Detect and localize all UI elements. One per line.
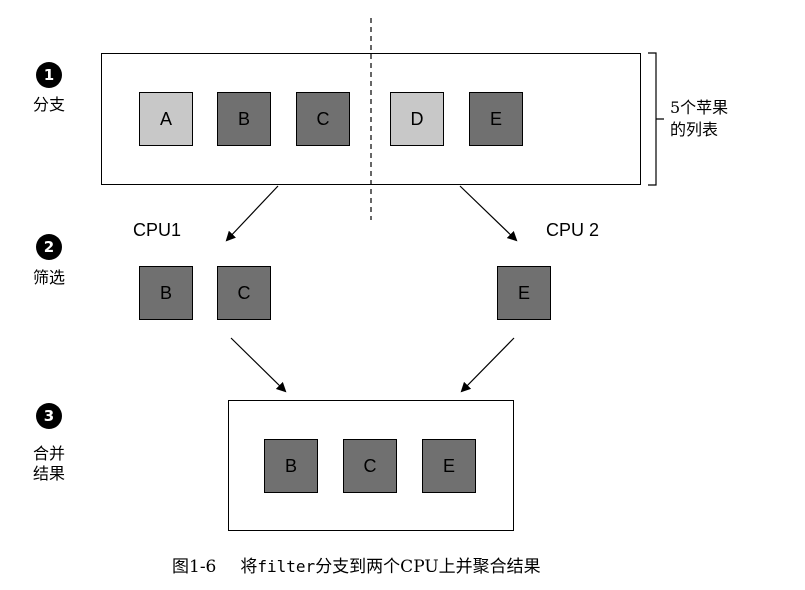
fork-box-d: D <box>390 92 444 146</box>
filter-box-e: E <box>497 266 551 320</box>
caption-suffix: 分支到两个CPU上并聚合结果 <box>315 557 541 577</box>
step-1-label: 分支 <box>32 95 65 114</box>
merge-box-b: B <box>264 439 318 493</box>
merge-box-c: C <box>343 439 397 493</box>
caption-prefix: 将 <box>240 557 258 577</box>
cpu2-label: CPU 2 <box>546 220 600 240</box>
figure-caption: 图1-6 将 filter 分支到两个CPU上并聚合结果 <box>172 552 541 577</box>
step-3-badge: 3 <box>36 403 62 429</box>
arrow-to-cpu1 <box>225 185 279 242</box>
step-3-label-line2: 结果 <box>32 464 65 483</box>
merge-box-e: E <box>422 439 476 493</box>
step-1-badge: 1 <box>36 62 62 88</box>
fork-box-a: A <box>139 92 193 146</box>
fork-box-c: C <box>296 92 350 146</box>
cpu1-label: CPU1 <box>133 220 182 240</box>
fork-box-e: E <box>469 92 523 146</box>
filter-box-c: C <box>217 266 271 320</box>
figure-number: 图1-6 <box>172 557 217 577</box>
brace-label-line1: 5个苹果 <box>670 98 729 117</box>
filter-box-b: B <box>139 266 193 320</box>
fork-list-frame <box>101 53 641 185</box>
step-3-label: 合并 结果 <box>29 444 69 484</box>
brace-label-line2: 的列表 <box>670 120 719 139</box>
arrow-cpu1-to-merge <box>230 337 287 393</box>
caption-code: filter <box>257 557 316 576</box>
fork-box-b: B <box>217 92 271 146</box>
step-2-label: 筛选 <box>32 268 65 287</box>
brace-label: 5个苹果 的列表 <box>670 97 728 141</box>
step-3-label-line1: 合并 <box>32 444 65 463</box>
step-2-badge: 2 <box>36 234 62 260</box>
list-brace <box>648 52 664 186</box>
arrow-to-cpu2 <box>459 185 518 242</box>
merge-result-frame <box>228 400 514 531</box>
arrow-cpu2-to-merge <box>460 337 515 393</box>
